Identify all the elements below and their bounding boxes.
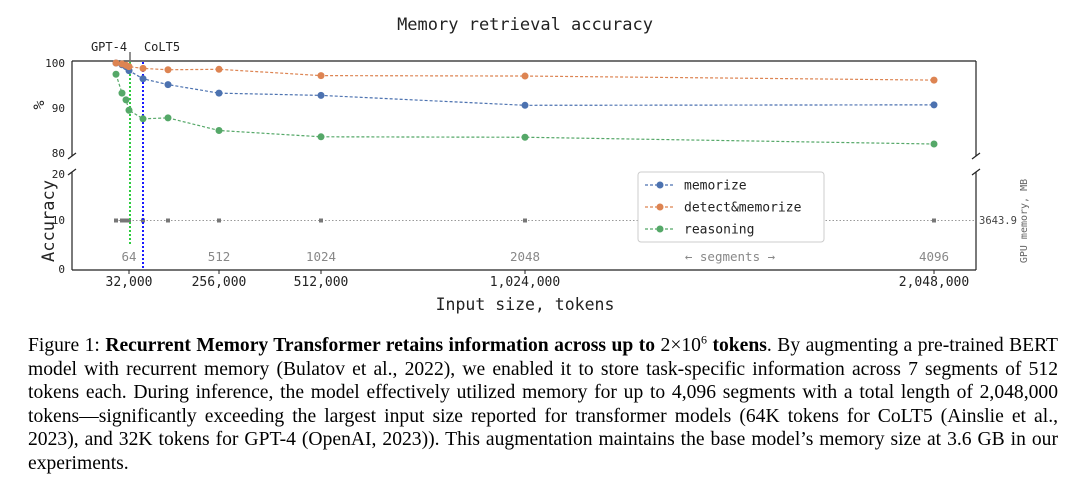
segment-tick-2048: 2048 xyxy=(510,249,540,264)
axis-break-marks xyxy=(67,152,981,176)
tick-100: 100 xyxy=(45,57,65,70)
token-tick-labels: 32,000 256,000 512,000 1,024,000 2,048,0… xyxy=(106,275,970,290)
series-line-2 xyxy=(115,74,935,145)
caption-bold-end: tokens xyxy=(706,335,767,356)
series-point-1-3 xyxy=(125,63,133,71)
figure-caption: Figure 1: Recurrent Memory Transformer r… xyxy=(28,332,1058,475)
tick-0: 0 xyxy=(58,263,65,276)
series-point-2-3 xyxy=(125,106,133,114)
token-tick-512000: 512,000 xyxy=(294,275,349,290)
series-point-1-6 xyxy=(215,65,223,73)
series-line-1 xyxy=(115,62,935,81)
memory-retrieval-chart: Memory retrieval accuracy GPT-4 CoLT5 10… xyxy=(30,15,1030,314)
gpu-memory-point-5 xyxy=(166,218,170,223)
series-layer xyxy=(112,59,938,148)
gpu-memory-point-1 xyxy=(120,218,124,223)
upper-panel xyxy=(71,60,977,156)
series-point-1-8 xyxy=(521,72,529,80)
series-point-2-8 xyxy=(521,133,529,141)
tick-80: 80 xyxy=(52,147,65,160)
segment-tick-64: 64 xyxy=(121,249,136,264)
token-tick-2048000: 2,048,000 xyxy=(899,275,969,290)
y-axis-label: Accuracy xyxy=(39,180,59,262)
series-point-0-7 xyxy=(317,91,325,99)
gpu-memory-point-7 xyxy=(319,218,323,223)
legend-item-detect-memorize: detect&memorize xyxy=(645,201,802,216)
legend-box xyxy=(637,171,825,243)
gpu-memory-point-3 xyxy=(127,218,131,223)
x-tick-marks xyxy=(128,270,935,274)
right-y-axis-label: GPU memory, MB xyxy=(1019,179,1030,263)
caption-bold: Recurrent Memory Transformer retains inf… xyxy=(105,335,661,356)
series-point-2-9 xyxy=(930,140,938,148)
series-point-1-9 xyxy=(930,76,938,84)
series-point-2-4 xyxy=(139,115,147,123)
gpu-memory-point-9 xyxy=(932,218,936,223)
series-point-0-8 xyxy=(521,101,529,109)
legend-label-memorize: memorize xyxy=(684,179,747,194)
segment-tick-1024: 1024 xyxy=(306,249,336,264)
lower-panel xyxy=(71,172,977,271)
series-point-2-2 xyxy=(122,96,130,104)
gpu-memory-point-0 xyxy=(114,218,118,223)
gpu-memory-layer: 3643.9 xyxy=(114,215,1017,227)
legend-label-reasoning: reasoning xyxy=(684,223,754,238)
legend-item-reasoning: reasoning xyxy=(645,223,754,238)
series-point-0-5 xyxy=(164,81,172,89)
chart-title: Memory retrieval accuracy xyxy=(397,15,653,35)
tick-10: 10 xyxy=(52,214,65,227)
legend-item-memorize: memorize xyxy=(645,179,747,194)
series-point-2-0 xyxy=(112,70,120,78)
legend: memorize detect&memorize reasoning xyxy=(637,171,825,243)
gpu-memory-point-6 xyxy=(217,218,221,223)
tick-90: 90 xyxy=(52,102,65,115)
series-point-2-1 xyxy=(118,89,126,97)
segment-tick-labels: 64 512 1024 2048 4096 ← segments → xyxy=(121,249,949,264)
series-point-1-5 xyxy=(164,66,172,74)
gpu-memory-value: 3643.9 xyxy=(979,215,1017,227)
lower-y-ticks: 20 10 0 xyxy=(52,168,65,276)
caption-body: . By augmenting a pre-trained BERT model… xyxy=(28,335,1058,474)
token-tick-32000: 32,000 xyxy=(106,275,153,290)
upper-y-ticks: 100 90 80 xyxy=(45,57,65,160)
token-tick-256000: 256,000 xyxy=(192,275,247,290)
caption-math: 2×106 xyxy=(660,332,707,356)
x-axis-label: Input size, tokens xyxy=(436,295,615,314)
segments-arrow-label: ← segments → xyxy=(685,249,776,264)
series-point-0-9 xyxy=(930,101,938,109)
series-line-0 xyxy=(115,62,935,106)
gpt4-marker-label: GPT-4 xyxy=(91,40,127,54)
segment-tick-512: 512 xyxy=(208,249,231,264)
series-point-2-5 xyxy=(164,114,172,122)
legend-label-detect-memorize: detect&memorize xyxy=(684,201,802,216)
y-unit-label: % xyxy=(30,100,48,109)
caption-math-exp: 6 xyxy=(700,332,707,347)
series-point-0-6 xyxy=(215,89,223,97)
series-point-0-4 xyxy=(139,75,147,83)
series-point-2-6 xyxy=(215,127,223,134)
series-point-2-7 xyxy=(317,133,325,141)
token-tick-1024000: 1,024,000 xyxy=(490,275,560,290)
gpu-memory-point-2 xyxy=(124,218,128,223)
series-point-1-4 xyxy=(139,64,147,72)
tick-20: 20 xyxy=(52,168,65,181)
caption-math-base: 2×10 xyxy=(660,335,701,356)
series-point-1-0 xyxy=(112,59,120,67)
series-point-1-7 xyxy=(317,72,325,80)
colt5-marker-label: CoLT5 xyxy=(144,40,180,54)
segment-tick-4096: 4096 xyxy=(919,249,949,264)
gpu-memory-point-4 xyxy=(141,218,145,223)
caption-lead: Figure 1: xyxy=(28,335,106,356)
gpu-memory-point-8 xyxy=(523,218,527,223)
